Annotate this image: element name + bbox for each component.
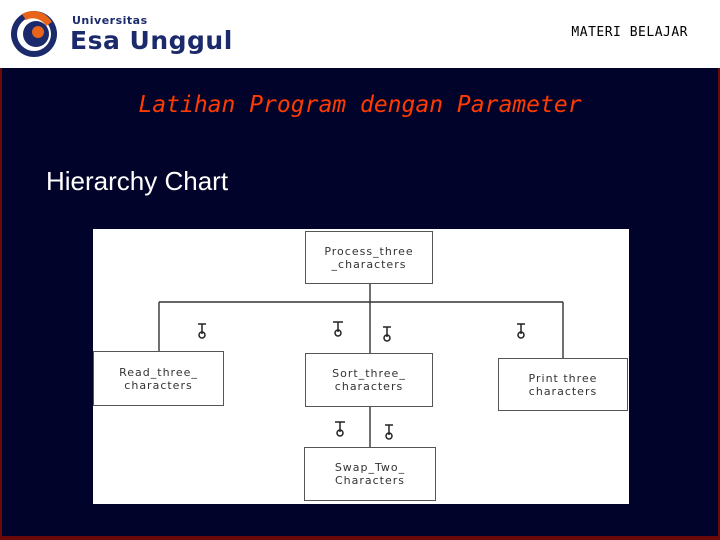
module-sort-three-characters: Sort_three_ characters — [305, 353, 433, 407]
data-couple-icons — [198, 321, 525, 440]
slide-subtitle: Hierarchy Chart — [46, 166, 229, 196]
hierarchy-connectors — [158, 284, 564, 447]
header-title: MATERI BELAJAR — [571, 25, 688, 40]
logo-emblem-icon — [11, 11, 57, 57]
slide-title: Latihan Program dengan Parameter — [138, 92, 582, 118]
module-process-three-characters: Process_three _characters — [305, 231, 433, 284]
logo-name-text: Esa Unggul — [70, 26, 233, 55]
header: Universitas Esa Unggul MATERI BELAJAR — [0, 0, 720, 68]
hierarchy-chart: Process_three _characters Read_three_ ch… — [93, 229, 629, 504]
module-print-three-characters: Print three characters — [498, 358, 628, 411]
module-read-three-characters: Read_three_ characters — [93, 351, 224, 406]
university-logo[interactable]: Universitas Esa Unggul — [8, 6, 248, 62]
logo-small-text: Universitas — [72, 14, 148, 27]
module-swap-two-characters: Swap_Two_ Characters — [304, 447, 436, 501]
